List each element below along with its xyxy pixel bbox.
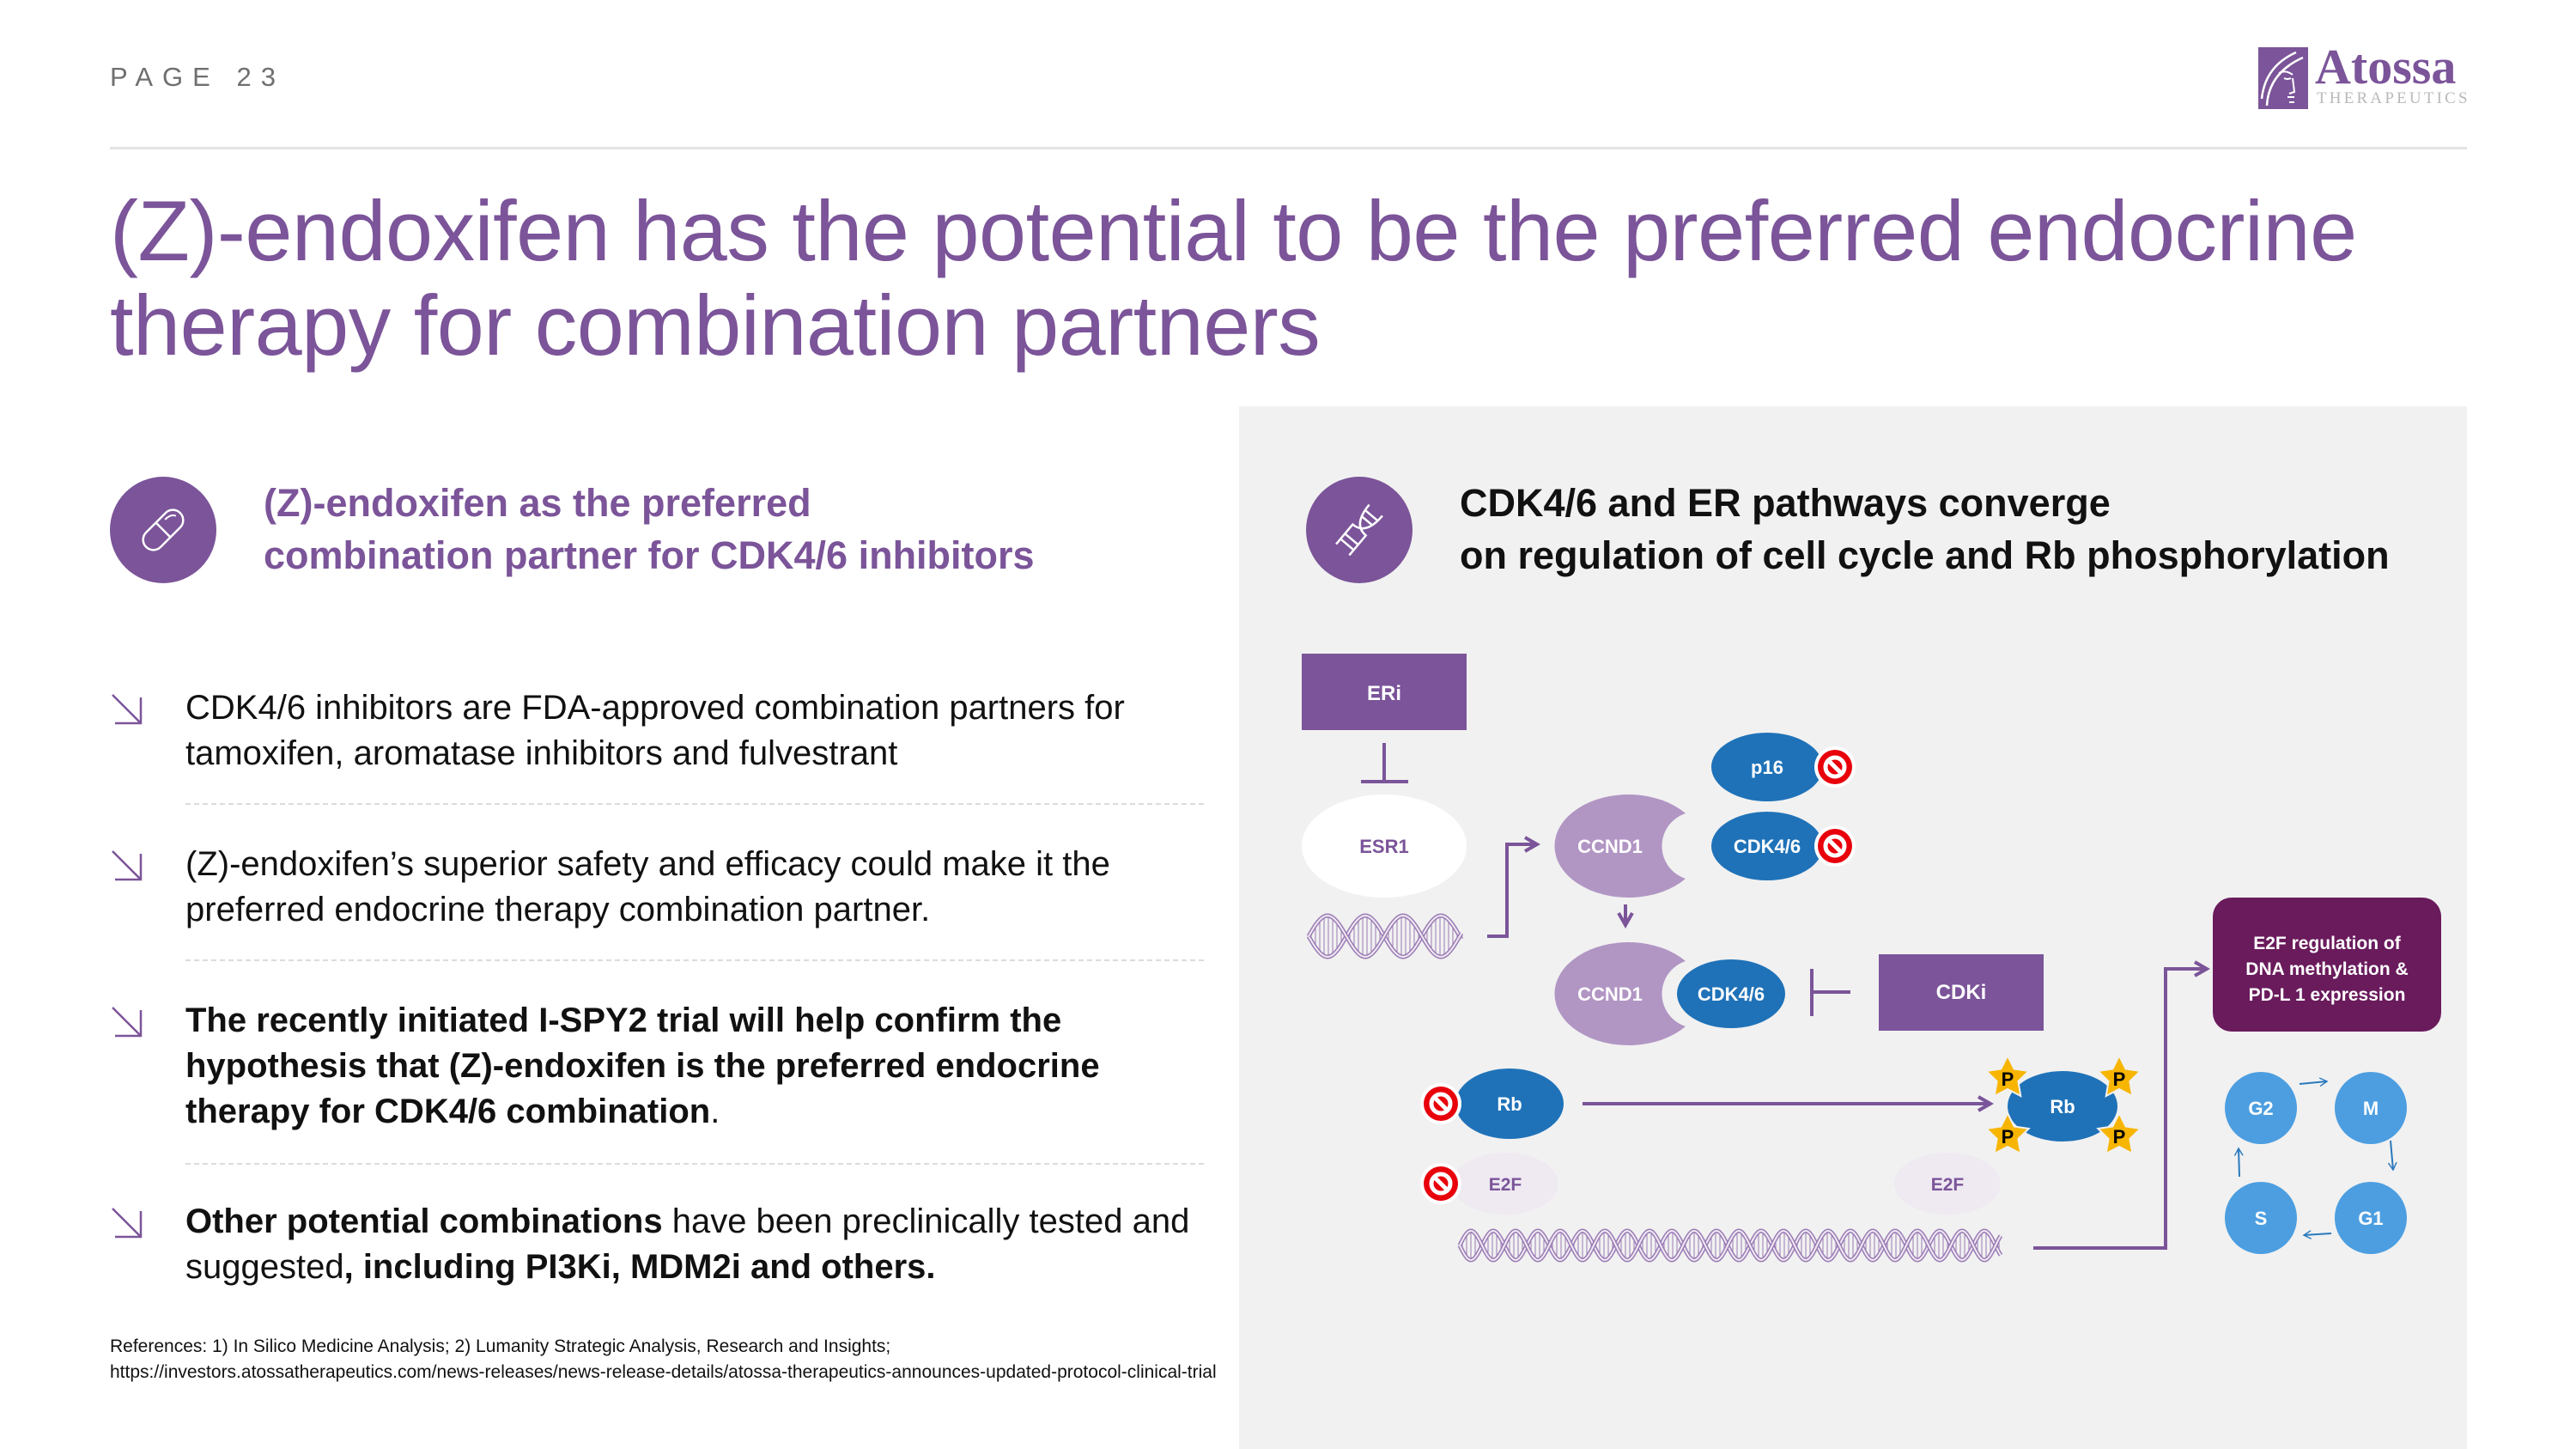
cdki-inhibits-tee [1810, 969, 1850, 1016]
phospho-star-icon: P [2097, 1055, 2142, 1097]
logo-name: Atossa [2315, 39, 2457, 94]
e2f-regulation-box: E2F regulation of DNA methylation & PD-L… [2213, 898, 2441, 1032]
bullet-text-regular: CDK4/6 inhibitors are FDA-approved combi… [185, 689, 1125, 772]
bullet-text-regular: (Z)-endoxifen’s superior safety and effi… [185, 845, 1110, 928]
esr1-node: ESR1 [1302, 795, 1467, 898]
cdki-label: CDKi [1936, 981, 1987, 1004]
arrow-down-right-icon [112, 850, 143, 881]
bullet-text-bold: Other potential combinations [185, 1202, 663, 1240]
eri-inhibits-esr1-tee [1361, 743, 1408, 783]
e2f-right-node: E2F [1894, 1153, 2001, 1215]
esr1-label: ESR1 [1359, 836, 1408, 857]
bullet-text: Other potential combinations have been p… [185, 1199, 1207, 1290]
phospho-star-icon: P [1985, 1055, 2030, 1097]
phospho-star-icon: P [2097, 1112, 2142, 1154]
e2f-box-line-1: E2F regulation of [2253, 934, 2402, 953]
bullet-text-regular: have been preclinically tested and sugge… [185, 1202, 1190, 1286]
arrow-down-right-icon [112, 694, 143, 725]
phospho-star-icon: P [1985, 1112, 2030, 1154]
rb-inhibited-icon [1420, 1083, 1461, 1124]
bullet-text: (Z)-endoxifen’s superior safety and effi… [185, 842, 1207, 933]
cell-cycle-s: S [2225, 1182, 2297, 1254]
g2-to-m-arrow [2299, 1077, 2329, 1087]
arrow-down-right-icon [112, 1208, 143, 1239]
eri-label: ERi [1367, 682, 1401, 705]
m-label: M [2363, 1098, 2379, 1119]
e2f-right-label: E2F [1931, 1175, 1965, 1195]
g1-label: G1 [2358, 1208, 2383, 1229]
cdk46-top-label: CDK4/6 [1734, 836, 1801, 857]
g2-label: G2 [2248, 1098, 2273, 1119]
m-to-g1-arrow [2387, 1140, 2397, 1172]
bullet-divider [185, 1163, 1204, 1165]
dna-to-e2f-regulation-arrow [2033, 960, 2211, 1250]
left-section-heading: (Z)-endoxifen as the preferred combinati… [264, 477, 1035, 581]
e2f-box-line-3: PD-L 1 expression [2249, 985, 2406, 1005]
bullet-text-bold: , including PI3Ki, MDM2i and others. [343, 1248, 936, 1286]
pill-capsule-icon [110, 477, 216, 583]
bullet-divider [185, 959, 1204, 961]
rb-right-label: Rb [2050, 1096, 2075, 1117]
e2f-left-node: E2F [1420, 1153, 1558, 1215]
company-logo: Atossa THERAPEUTICS [2258, 40, 2473, 112]
phospho-label: P [2113, 1126, 2126, 1148]
dna-strand-long-icon [1457, 1228, 2003, 1263]
bullet-divider [185, 803, 1204, 805]
dna-helix-icon [1306, 477, 1413, 583]
bullet-text-bold: The recently initiated I-SPY2 trial will… [185, 1002, 1100, 1130]
s-label: S [2255, 1208, 2268, 1229]
ccnd1-top-node: CCND1 [1554, 795, 1686, 898]
cell-cycle-m: M [2335, 1072, 2407, 1144]
p16-inhibited-icon [1814, 746, 1856, 788]
bullet-text-regular: . [710, 1093, 720, 1130]
e2f-inhibited-icon [1420, 1163, 1461, 1204]
eri-box: ERi [1302, 654, 1467, 730]
phospho-label: P [2002, 1068, 2014, 1090]
ccnd1-top-label: CCND1 [1577, 836, 1643, 857]
esr1-to-ccnd1-arrow [1487, 836, 1541, 938]
cdk46-top-node: CDK4/6 [1711, 812, 1856, 880]
phospho-label: P [2002, 1126, 2014, 1148]
cell-cycle: G2 M S G1 [2225, 1072, 2407, 1254]
logo-face-icon [2258, 47, 2308, 109]
bullet-text: The recently initiated I-SPY2 trial will… [185, 998, 1207, 1135]
cdk46-inhibited-icon [1814, 825, 1856, 867]
g1-to-s-arrow [2302, 1230, 2332, 1239]
p16-node: p16 [1711, 733, 1856, 801]
phospho-label: P [2113, 1068, 2126, 1090]
left-heading-line-2: combination partner for CDK4/6 inhibitor… [264, 533, 1035, 577]
right-section-heading: CDK4/6 and ER pathways converge on regul… [1460, 477, 2390, 581]
cdki-box: CDKi [1879, 954, 2044, 1031]
rb-phosphorylated-node: Rb P P P P [1985, 1055, 2142, 1154]
e2f-left-label: E2F [1489, 1175, 1522, 1195]
rb-left-label: Rb [1497, 1093, 1522, 1115]
header-divider [110, 147, 2467, 149]
cdk46-bottom-label: CDK4/6 [1698, 983, 1765, 1005]
arrow-down-right-icon [112, 1007, 143, 1038]
cell-cycle-g1: G1 [2335, 1182, 2407, 1254]
page-title: (Z)-endoxifen has the potential to be th… [110, 183, 2357, 373]
cell-cycle-g2: G2 [2225, 1072, 2297, 1144]
references-footnote: References: 1) In Silico Medicine Analys… [110, 1336, 1217, 1382]
dna-strand-small-icon [1306, 913, 1464, 959]
left-heading-line-1: (Z)-endoxifen as the preferred [264, 481, 811, 525]
rb-left-node: Rb [1420, 1068, 1564, 1139]
bullet-text: CDK4/6 inhibitors are FDA-approved combi… [185, 685, 1207, 776]
p16-label: p16 [1751, 757, 1783, 778]
ccnd1-cdk46-complex: CCND1 CDK4/6 [1554, 942, 1788, 1046]
logo-subtitle: THERAPEUTICS [2317, 89, 2470, 107]
e2f-box-line-2: DNA methylation & [2245, 959, 2408, 979]
right-heading-line-1: CDK4/6 and ER pathways converge [1460, 481, 2111, 525]
page-number: PAGE 23 [110, 62, 285, 92]
ccnd1-bottom-label: CCND1 [1577, 983, 1643, 1005]
right-heading-line-2: on regulation of cell cycle and Rb phosp… [1460, 533, 2390, 577]
